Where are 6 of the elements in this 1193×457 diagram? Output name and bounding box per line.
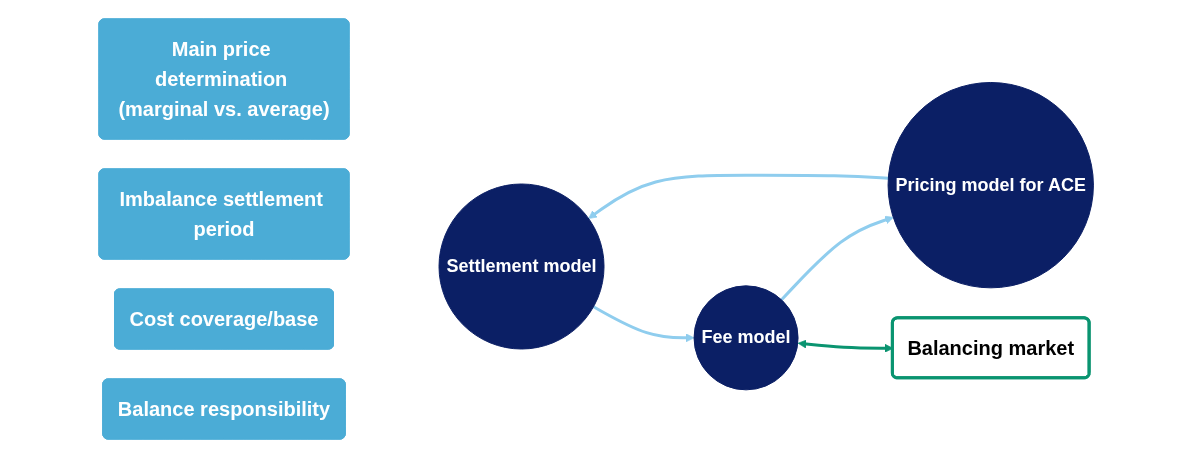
- node-circle: Settlement model: [438, 183, 605, 349]
- node-circle: Pricing model for ACE: [887, 81, 1095, 288]
- arrow: [780, 215, 894, 301]
- node-circle: Fee model: [693, 284, 799, 390]
- arrow: [588, 173, 889, 219]
- arrow: [593, 305, 695, 342]
